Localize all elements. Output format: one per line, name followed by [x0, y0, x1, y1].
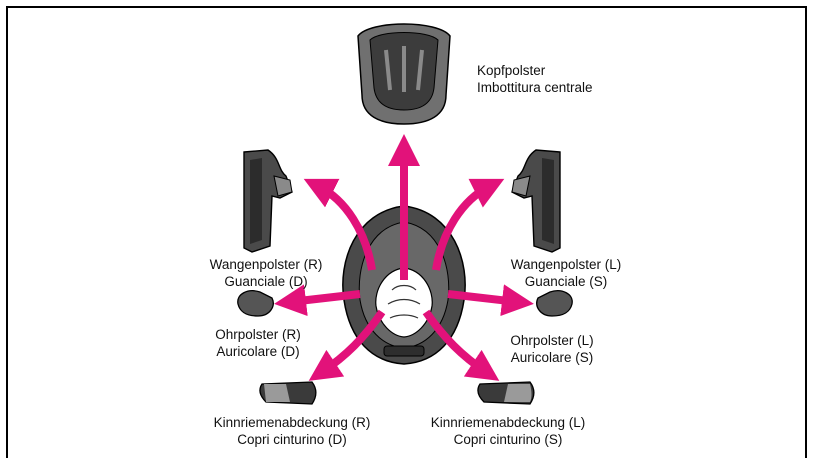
- cheek-pad-l-label: Wangenpolster (L) Guanciale (S): [511, 256, 622, 290]
- head-pad-label: Kopfpolster Imbottitura centrale: [477, 62, 593, 96]
- cheek-pad-r-illustration: [244, 150, 292, 252]
- cheek-pad-l-illustration: [512, 150, 560, 252]
- cheek-pad-r-label-de: Wangenpolster (R): [210, 256, 323, 273]
- cheek-pad-r-label-it: Guanciale (D): [210, 273, 323, 290]
- chin-strap-cover-r-label-it: Copri cinturino (D): [214, 431, 371, 448]
- chin-strap-cover-r-illustration: [260, 382, 316, 404]
- cheek-pad-r-label: Wangenpolster (R) Guanciale (D): [210, 256, 323, 290]
- ear-pad-r-illustration: [238, 291, 273, 316]
- ear-pad-l-label: Ohrpolster (L) Auricolare (S): [510, 332, 593, 366]
- ear-pad-l-illustration: [537, 291, 572, 316]
- ear-pad-r-label-de: Ohrpolster (R): [215, 326, 301, 343]
- ear-pad-r-label-it: Auricolare (D): [215, 343, 301, 360]
- chin-strap-cover-l-label-it: Copri cinturino (S): [431, 431, 586, 448]
- chin-strap-cover-r-label: Kinnriemenabdeckung (R) Copri cinturino …: [214, 414, 371, 448]
- head-pad-illustration: [358, 24, 450, 124]
- chin-strap-cover-l-label-de: Kinnriemenabdeckung (L): [431, 414, 586, 431]
- ear-pad-r-label: Ohrpolster (R) Auricolare (D): [215, 326, 301, 360]
- ear-pad-l-label-de: Ohrpolster (L): [510, 332, 593, 349]
- ear-pad-l-label-it: Auricolare (S): [510, 349, 593, 366]
- head-pad-label-de: Kopfpolster: [477, 62, 593, 79]
- chin-strap-cover-l-label: Kinnriemenabdeckung (L) Copri cinturino …: [431, 414, 586, 448]
- chin-strap-cover-l-illustration: [478, 382, 534, 404]
- chin-strap-cover-r-label-de: Kinnriemenabdeckung (R): [214, 414, 371, 431]
- head-pad-label-it: Imbottitura centrale: [477, 79, 593, 96]
- cheek-pad-l-label-de: Wangenpolster (L): [511, 256, 622, 273]
- cheek-pad-l-label-it: Guanciale (S): [511, 273, 622, 290]
